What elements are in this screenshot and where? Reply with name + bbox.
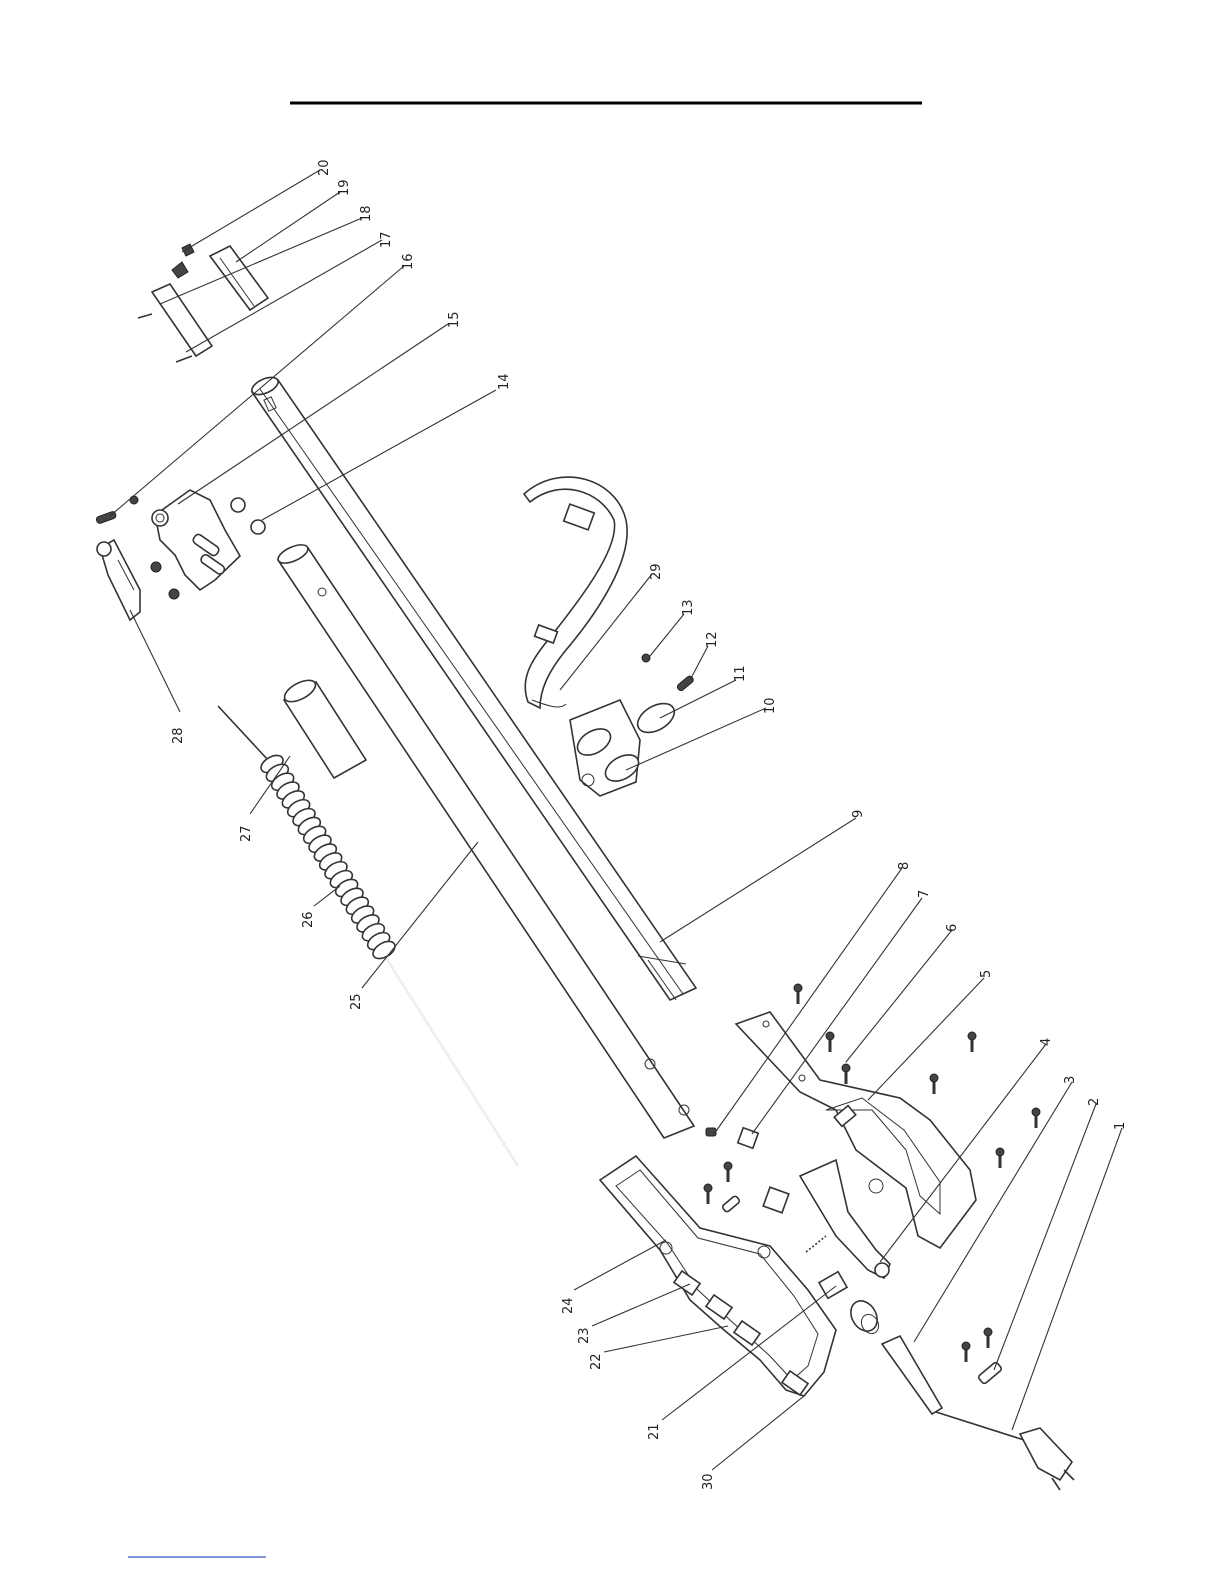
screw-head xyxy=(984,1328,992,1336)
callout-8: 8 xyxy=(897,862,912,870)
callout-20: 20 xyxy=(317,159,332,176)
screw-head xyxy=(962,1342,970,1350)
callout-21: 21 xyxy=(647,1423,662,1440)
screw-head xyxy=(968,1032,976,1040)
callout-5: 5 xyxy=(979,970,994,978)
cable-sleeve xyxy=(882,1336,942,1414)
cord-clamp xyxy=(978,1361,1003,1384)
trigger xyxy=(800,1160,890,1278)
cable-rod xyxy=(386,958,518,1166)
motor-clamp xyxy=(97,540,140,620)
screw-head xyxy=(996,1148,1004,1156)
callout-16: 16 xyxy=(401,253,416,270)
switch xyxy=(763,1187,789,1213)
power-cord xyxy=(936,1412,1074,1490)
callout-6: 6 xyxy=(945,924,960,932)
shoulder-strap xyxy=(524,477,627,708)
screw-head xyxy=(724,1162,732,1170)
callout-1: 1 xyxy=(1113,1122,1128,1130)
clip xyxy=(706,1128,758,1213)
callout-7: 7 xyxy=(917,890,932,898)
handle-clamp xyxy=(570,654,694,796)
callout-9: 9 xyxy=(851,810,866,818)
callout-29: 29 xyxy=(649,563,664,580)
callout-11: 11 xyxy=(733,665,748,682)
top-cap-assembly xyxy=(138,244,268,362)
callout-12: 12 xyxy=(705,631,720,648)
screw-head xyxy=(704,1184,712,1192)
spring-small xyxy=(806,1236,826,1252)
foam-sleeve xyxy=(281,676,366,778)
leader-lines xyxy=(110,170,1122,1470)
screw-head xyxy=(930,1074,938,1082)
screw-head xyxy=(1032,1108,1040,1116)
strain-relief xyxy=(846,1296,883,1337)
callout-22: 22 xyxy=(589,1353,604,1370)
callout-15: 15 xyxy=(447,311,462,328)
callout-10: 10 xyxy=(763,697,778,714)
callout-17: 17 xyxy=(379,231,394,248)
screw-head xyxy=(794,984,802,992)
screw-head xyxy=(826,1032,834,1040)
terminal-block xyxy=(819,1272,847,1299)
rear-handle-cover xyxy=(736,1012,976,1248)
callout-14: 14 xyxy=(497,373,512,390)
callout-30: 30 xyxy=(701,1473,716,1490)
callout-27: 27 xyxy=(239,825,254,842)
screw-head xyxy=(842,1064,850,1072)
callout-24: 24 xyxy=(561,1297,576,1314)
callout-3: 3 xyxy=(1063,1076,1078,1084)
callout-28: 28 xyxy=(171,727,186,744)
callout-26: 26 xyxy=(301,911,316,928)
callout-13: 13 xyxy=(681,599,696,616)
main-housing xyxy=(600,1156,836,1396)
callout-18: 18 xyxy=(359,205,374,222)
callout-19: 19 xyxy=(337,179,352,196)
callout-2: 2 xyxy=(1087,1098,1102,1106)
callout-25: 25 xyxy=(349,993,364,1010)
callout-4: 4 xyxy=(1039,1038,1054,1046)
callout-23: 23 xyxy=(577,1327,592,1344)
lower-tube xyxy=(276,541,694,1138)
